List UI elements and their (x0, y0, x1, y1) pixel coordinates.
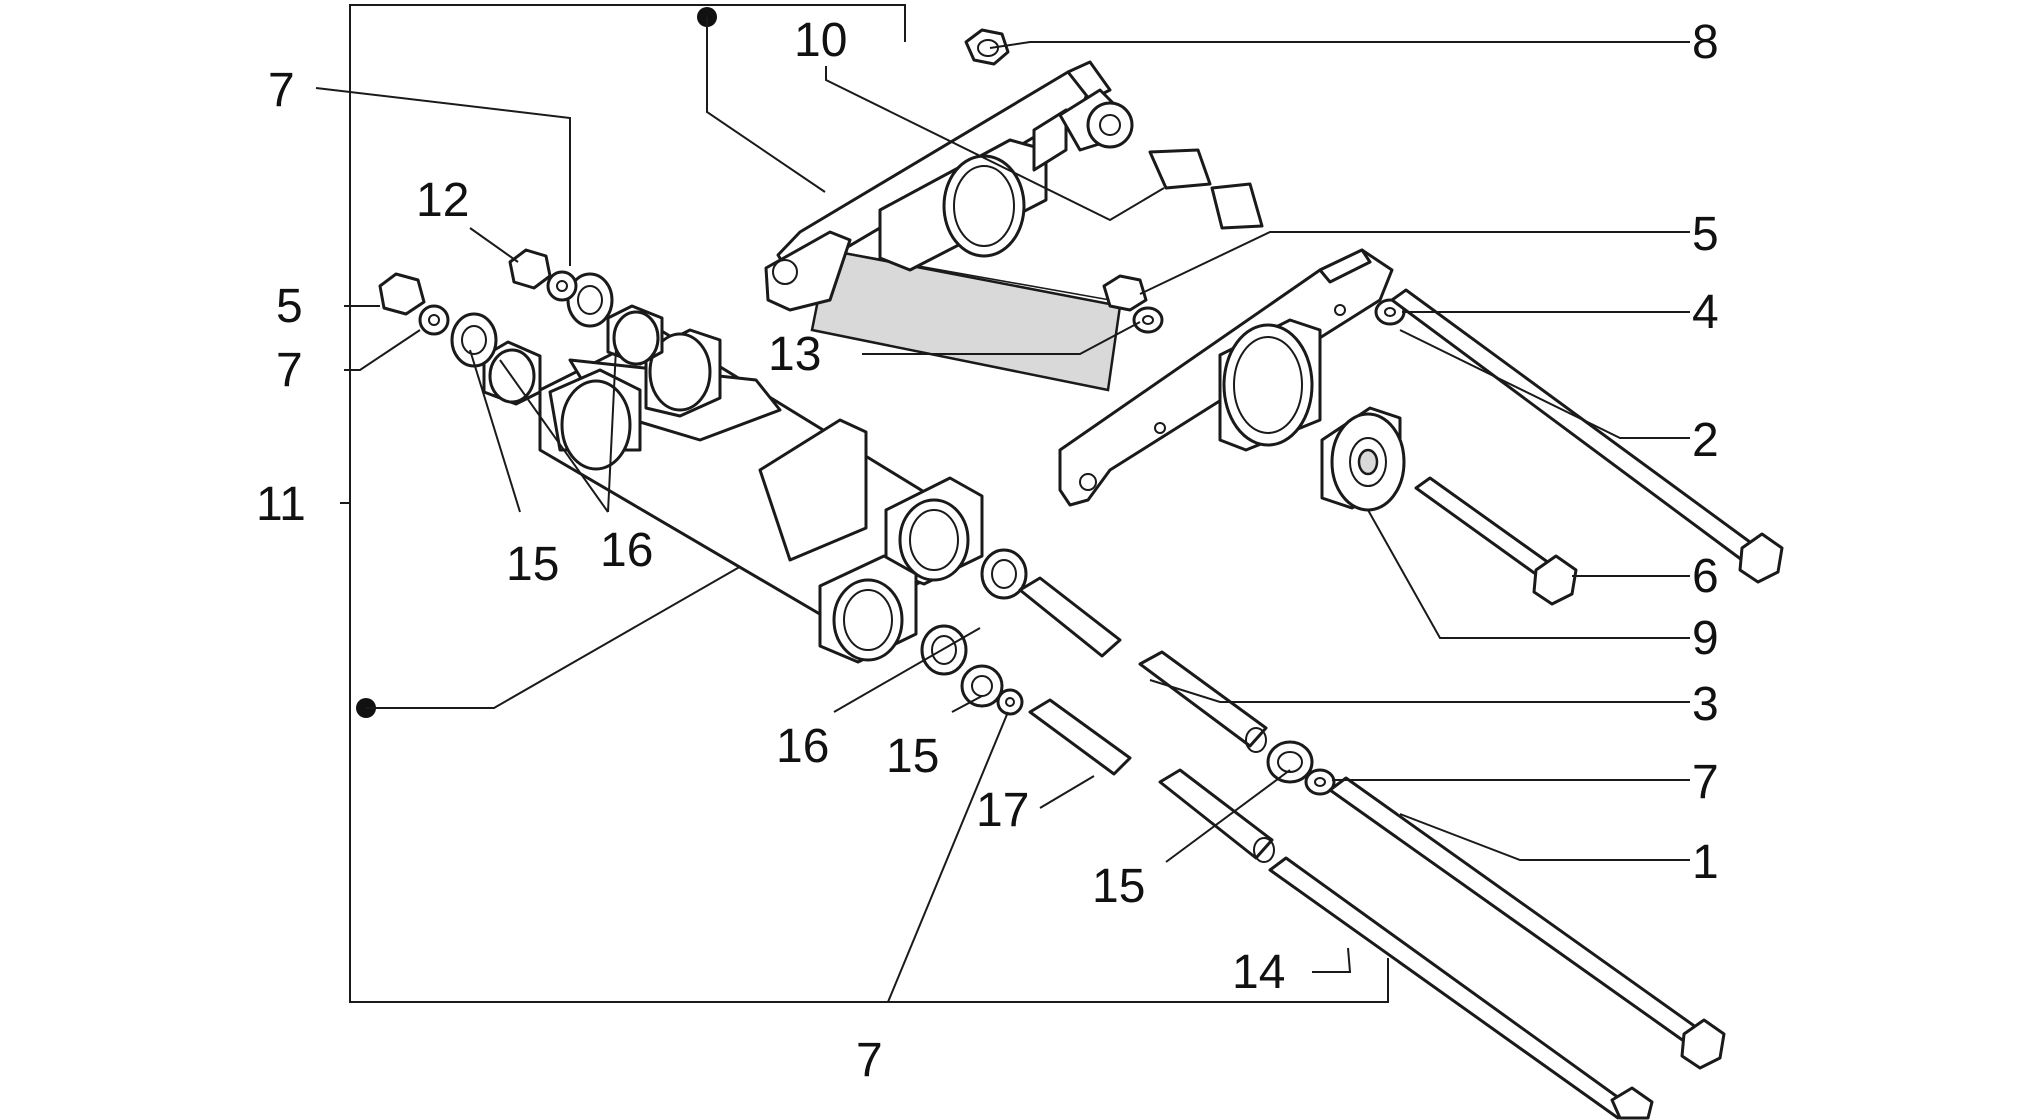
part-7-washer-right (1304, 768, 1336, 796)
part-16-bushing-upper (482, 304, 664, 406)
part-6-bolt (1414, 476, 1578, 606)
callout-15-lower: 15 (886, 730, 939, 783)
callout-1: 1 (1692, 836, 1719, 889)
callout-3: 3 (1692, 678, 1719, 731)
assembly-bracket (340, 4, 1389, 1003)
callout-16-lower: 16 (776, 720, 829, 773)
part-7-washer-bottom (996, 688, 1024, 716)
part-15-bearing-bottom (1266, 740, 1314, 784)
callout-15-bottom: 15 (1092, 860, 1145, 913)
callout-5-right: 5 (1692, 208, 1719, 261)
callout-14: 14 (1232, 946, 1285, 999)
callout-9: 9 (1692, 612, 1719, 665)
callout-12: 12 (416, 174, 469, 227)
part-2-bolt (1390, 288, 1784, 584)
callout-5-left: 5 (276, 280, 303, 333)
part-7-washer-left (418, 304, 450, 336)
part-16-bushing-lower (920, 548, 1028, 676)
callout-6: 6 (1692, 550, 1719, 603)
callout-8: 8 (1692, 16, 1719, 69)
callout-15-left: 15 (506, 538, 559, 591)
callout-17: 17 (976, 784, 1029, 837)
callout-11: 11 (256, 478, 306, 531)
part-5-nut-left (378, 272, 426, 316)
part-10-spacer (1148, 148, 1264, 230)
part-17-spacer-tube (1028, 698, 1275, 863)
part-8-nut (964, 28, 1010, 66)
part-15-bearing-lower (960, 664, 1004, 708)
upper-frame (764, 60, 1394, 507)
callout-7-left: 7 (276, 344, 303, 397)
leader-lines (315, 41, 1690, 1003)
callout-7-top-left: 7 (268, 64, 295, 117)
callout-labels: 7 12 5 7 11 15 16 10 8 5 13 4 2 6 9 3 7 … (256, 14, 1719, 1087)
callout-7-right: 7 (1692, 756, 1719, 809)
part-13-washer (1132, 306, 1164, 334)
part-7-washer-top (546, 270, 578, 302)
callout-2: 2 (1692, 414, 1719, 467)
part-3-spacer-tube (1018, 576, 1268, 753)
part-1-bolt (1328, 776, 1726, 1070)
part-5-nut-right (1102, 274, 1148, 312)
part-9-silentblock (1320, 406, 1406, 512)
callout-4: 4 (1692, 286, 1719, 339)
lower-swing-arm (538, 328, 984, 664)
callout-13: 13 (768, 328, 821, 381)
callout-7-bottom: 7 (856, 1034, 883, 1087)
callout-10: 10 (794, 14, 847, 67)
callout-16-upper: 16 (600, 524, 653, 577)
part-14-bolt (1268, 856, 1654, 1120)
part-12-nut (508, 248, 552, 290)
